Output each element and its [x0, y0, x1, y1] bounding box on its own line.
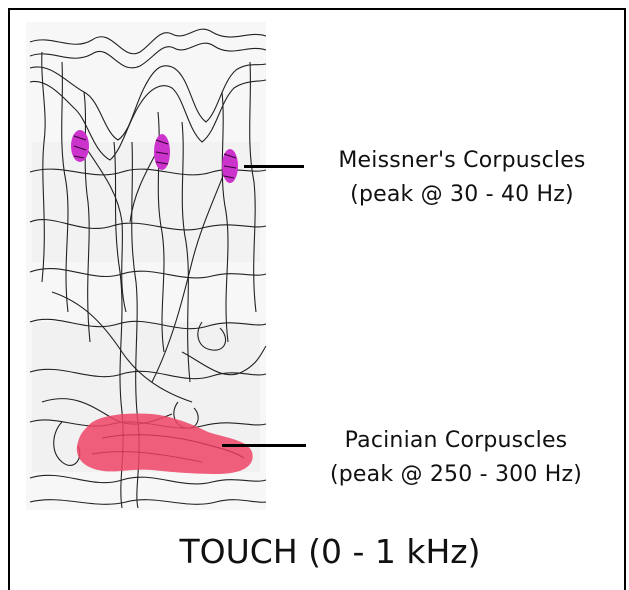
pacinian-peak: (peak @ 250 - 300 Hz) [296, 458, 616, 492]
pacinian-name: Pacinian Corpuscles [296, 424, 616, 458]
meissner-peak: (peak @ 30 - 40 Hz) [312, 178, 612, 212]
skin-cross-section-illustration [22, 22, 270, 510]
meissner-label: Meissner's Corpuscles (peak @ 30 - 40 Hz… [312, 144, 612, 212]
pacinian-leader-line [222, 444, 306, 447]
pacinian-label: Pacinian Corpuscles (peak @ 250 - 300 Hz… [296, 424, 616, 492]
figure-caption: TOUCH (0 - 1 kHz) [120, 530, 540, 574]
meissner-leader-line [244, 165, 304, 168]
meissner-name: Meissner's Corpuscles [312, 144, 612, 178]
